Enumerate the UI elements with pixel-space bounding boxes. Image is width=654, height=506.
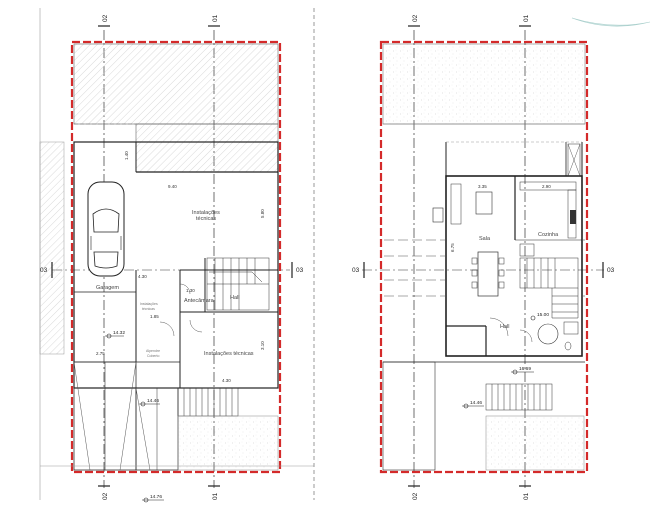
label-hall-first: Hall — [500, 324, 509, 330]
svg-text:02: 02 — [412, 492, 419, 500]
first-property-boundary — [379, 40, 589, 474]
section-marker-01-bottom-left: 01 — [208, 485, 220, 500]
dim-580: 5.80 — [260, 209, 265, 218]
svg-text:03: 03 — [607, 267, 615, 274]
label-tech-small-2: técnicas — [142, 307, 155, 311]
section-marker-02-bottom-left: 02 — [98, 485, 110, 500]
dim-275: 2.75 — [96, 351, 105, 356]
section-marker-03-right-first: 03 — [602, 262, 615, 278]
section-marker-02-top-right: 02 — [408, 14, 420, 27]
label-covered-2: Coberto — [147, 354, 160, 358]
label-living: Sala — [479, 236, 491, 242]
svg-text:03: 03 — [296, 267, 304, 274]
svg-text:02: 02 — [102, 492, 109, 500]
dim-290: 2.90 — [542, 184, 551, 189]
svg-text:02: 02 — [102, 14, 109, 22]
svg-text:03: 03 — [352, 267, 360, 274]
decorative-swoosh — [571, 17, 651, 27]
label-tech-top-2: técnicas — [196, 216, 216, 222]
label-tech-top-1: Instalações — [192, 210, 220, 216]
level-marker-1500: 15.00 — [530, 312, 549, 321]
svg-text:14.32: 14.32 — [113, 330, 125, 336]
dim-940: 9.40 — [168, 184, 177, 189]
ground-floor-plan: Garagem Instalações técnicas Instalações… — [39, 8, 315, 503]
svg-text:01: 01 — [212, 14, 219, 22]
level-marker-1432: 14.32 — [105, 330, 125, 339]
first-floor-plan: Sala Cozinha Hall 3.35 2.90 6.75 16.69 1… — [352, 14, 615, 500]
dim-430a: 4.30 — [138, 274, 147, 279]
dim-335: 3.35 — [478, 184, 487, 189]
level-marker-1446: 14.46 — [139, 398, 160, 407]
level-marker-1669: 16.69 — [511, 366, 534, 375]
label-tech-small-1: Instalações — [140, 302, 158, 306]
dim-130: 1.30 — [186, 288, 195, 293]
svg-text:16.69: 16.69 — [519, 366, 531, 372]
dining-table-icon — [471, 251, 505, 297]
svg-text:01: 01 — [523, 14, 530, 22]
car-icon — [87, 181, 125, 277]
label-hall-ground: Hall — [230, 295, 239, 301]
svg-text:14.46: 14.46 — [147, 398, 159, 404]
svg-text:02: 02 — [412, 14, 419, 22]
label-garage: Garagem — [96, 285, 119, 291]
label-antechamber: Antecâmara — [184, 298, 215, 304]
dim-185: 1.85 — [150, 314, 159, 319]
section-marker-03-left-first: 03 — [352, 262, 365, 278]
svg-text:14.46: 14.46 — [470, 400, 482, 406]
svg-text:14.76: 14.76 — [150, 494, 162, 500]
dim-310: 3.10 — [260, 341, 265, 350]
label-tech-bottom: Instalações técnicas — [204, 351, 254, 357]
section-marker-01-top-left: 01 — [208, 14, 220, 27]
level-marker-1476: 14.76 — [142, 494, 164, 503]
dim-430b: 4.30 — [222, 378, 231, 383]
section-marker-03-left-ground: 03 — [40, 262, 53, 278]
svg-text:01: 01 — [523, 492, 530, 500]
svg-text:15.00: 15.00 — [537, 312, 549, 318]
dim-675: 6.75 — [450, 243, 455, 252]
svg-text:01: 01 — [212, 492, 219, 500]
section-marker-02-top-left: 02 — [98, 14, 110, 27]
svg-text:03: 03 — [40, 267, 48, 274]
section-marker-02-bottom-right: 02 — [408, 485, 420, 500]
stairs-ground — [206, 257, 270, 311]
label-kitchen: Cozinha — [538, 232, 559, 238]
ground-property-boundary — [70, 40, 282, 474]
dim-140: 1.40 — [124, 151, 129, 160]
section-marker-01-bottom-right: 01 — [519, 485, 531, 500]
level-marker-1446-first: 14.46 — [462, 400, 484, 409]
section-marker-03-right-ground: 03 — [291, 262, 304, 278]
label-covered-1: Alpendre — [146, 349, 160, 353]
section-marker-01-top-right: 01 — [519, 14, 531, 27]
